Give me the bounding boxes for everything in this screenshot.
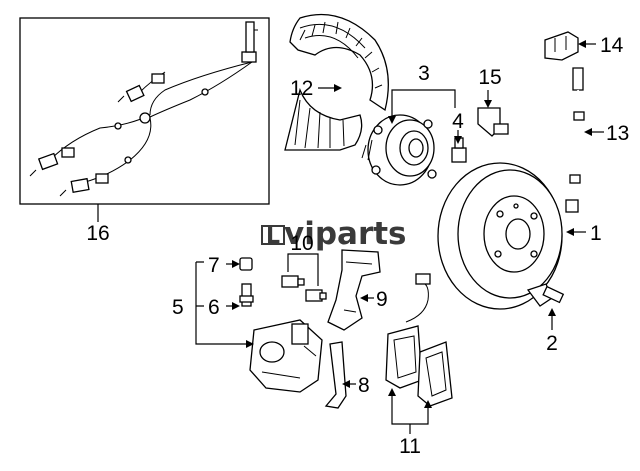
caliper-housing [249,319,323,393]
brake-pad-outer [417,341,453,407]
callout-10: 10 [290,232,313,255]
caliper-bolt-a [281,275,305,288]
leader-5 [195,261,250,345]
callout-4: 4 [452,110,464,133]
sensor-bracket [477,107,509,137]
callout-6: 6 [208,296,220,319]
splash-shield [284,13,389,151]
callout-14: 14 [600,34,624,57]
wear-sensor [405,273,431,323]
callout-11: 11 [399,435,421,458]
leader-10 [287,253,319,286]
hose-clip [544,31,579,61]
brake-pad-inner [385,325,423,389]
leader-11 [391,392,429,434]
bleeder-cap [239,257,253,271]
callout-1: 1 [590,222,602,245]
callout-2: 2 [546,332,558,355]
brake-rotor [437,162,563,310]
watermark-text: viparts [284,216,407,252]
callout-7: 7 [208,254,220,277]
callout-5: 5 [172,296,184,319]
callout-8: 8 [358,374,370,397]
caliper-bracket [327,249,381,331]
caliper-bolt-b [305,289,327,302]
wiring-harness-inset [19,17,270,205]
brake-hose [565,67,585,213]
rotor-screw [526,283,565,307]
wheel-hub [361,114,437,186]
brand-watermark: L viparts [261,216,407,252]
leader-3 [391,89,456,120]
callout-12: 12 [290,77,313,100]
watermark-prefix: L [266,224,280,249]
callout-9: 9 [376,288,388,311]
hub-bolt [451,137,467,163]
callout-3: 3 [418,62,430,85]
pad-spring-clip [324,341,347,409]
bleeder-screw [239,283,254,307]
callout-15: 15 [478,66,501,89]
callout-13: 13 [606,122,629,145]
callout-16: 16 [86,222,109,245]
